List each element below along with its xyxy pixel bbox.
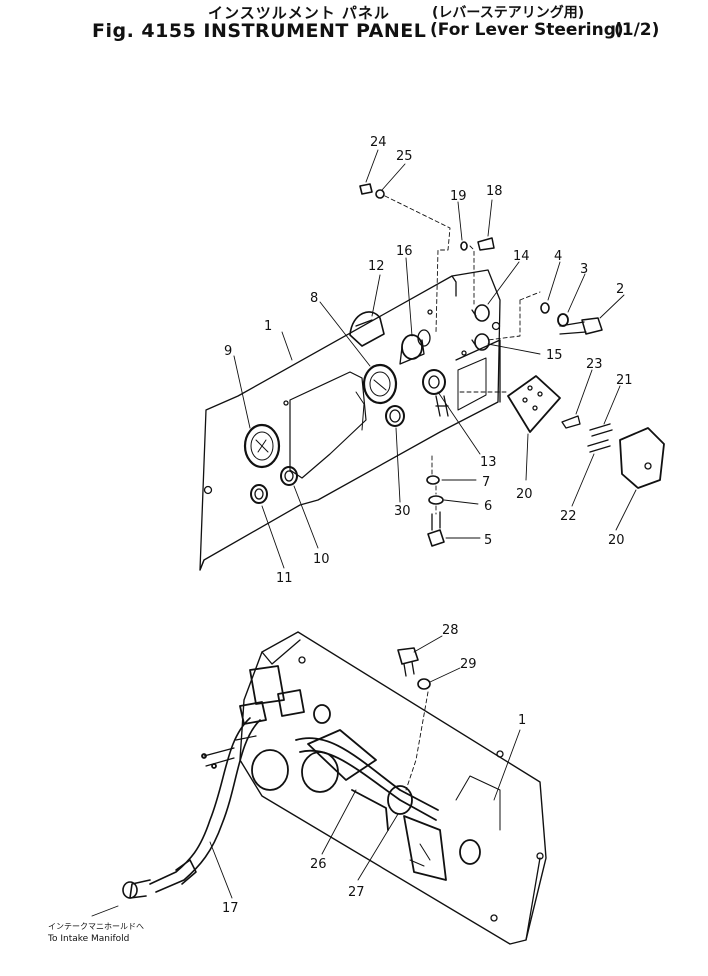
- title-japanese: インスツルメント パネル: [208, 4, 390, 22]
- page-indicator: (1/2): [614, 20, 660, 40]
- washer-6: [428, 495, 444, 505]
- callout-21: 21: [616, 373, 633, 388]
- nut-24: [359, 183, 373, 195]
- key-switch-13: [422, 369, 449, 417]
- callout-22: 22: [560, 509, 577, 524]
- bolt-2: [559, 317, 603, 335]
- assembly-lines: [384, 195, 541, 515]
- washer-4: [540, 302, 550, 314]
- leader-lines-lower: [91, 635, 521, 917]
- lamp-11: [250, 484, 268, 504]
- callout-14: 14: [513, 249, 530, 264]
- callout-20-cover: 20: [608, 533, 625, 548]
- callout-26: 26: [310, 857, 327, 872]
- callout-19: 19: [450, 189, 467, 204]
- washer-7: [426, 475, 440, 485]
- callout-25: 25: [396, 149, 413, 164]
- screw-23: [561, 415, 581, 429]
- lower-assembly-lines: [405, 691, 429, 791]
- subtitle-japanese: (レバーステアリング用): [432, 5, 585, 21]
- washer-19: [460, 241, 468, 251]
- callout-23: 23: [586, 357, 603, 372]
- lamp-10: [280, 466, 298, 486]
- panel-rear: [239, 631, 547, 945]
- washer-29: [417, 678, 431, 690]
- panel-front: [199, 269, 501, 571]
- callout-17: 17: [222, 901, 239, 916]
- callout-4: 4: [554, 249, 562, 264]
- callout-7: 7: [482, 475, 490, 490]
- connectors-14-15: [471, 304, 490, 351]
- bolt-5: [427, 511, 445, 547]
- gauge-8: [362, 363, 398, 405]
- pin-21: [589, 423, 613, 437]
- callout-1: 1: [264, 319, 272, 334]
- figure-subtitle: (For Lever Steering): [430, 20, 624, 40]
- bolt-28: [397, 647, 419, 677]
- intake-note-japanese: インテークマニホールドへ: [48, 922, 144, 931]
- callout-2: 2: [616, 282, 624, 297]
- callout-11: 11: [276, 571, 293, 586]
- callout-1-rear: 1: [518, 713, 526, 728]
- callout-8: 8: [310, 291, 318, 306]
- callout-5: 5: [484, 533, 492, 548]
- bolt-18: [477, 237, 495, 251]
- washer-25: [375, 189, 385, 199]
- leader-lines-upper: [233, 149, 637, 569]
- hose-17: [122, 717, 261, 899]
- callout-16: 16: [396, 244, 413, 259]
- callout-labels: 1 2 3 4 5 6 7 8 9 10 11 12 13 14 15 16 1…: [222, 135, 633, 916]
- callout-24: 24: [370, 135, 387, 150]
- light-12: [349, 311, 385, 347]
- callout-13: 13: [480, 455, 497, 470]
- callout-12: 12: [368, 259, 385, 274]
- callout-9: 9: [224, 344, 232, 359]
- lamp-30: [385, 405, 405, 427]
- washer-3: [557, 313, 569, 327]
- callout-15: 15: [546, 348, 563, 363]
- callout-30: 30: [394, 504, 411, 519]
- wiring-harness: [201, 665, 481, 881]
- gauge-9: [243, 423, 281, 469]
- callout-6: 6: [484, 499, 492, 514]
- callout-29: 29: [460, 657, 477, 672]
- callout-27: 27: [348, 885, 365, 900]
- switch-16: [399, 329, 431, 365]
- callout-10: 10: [313, 552, 330, 567]
- callout-20-block: 20: [516, 487, 533, 502]
- block-20: [507, 375, 561, 433]
- callout-28: 28: [442, 623, 459, 638]
- callout-3: 3: [580, 262, 588, 277]
- callout-18: 18: [486, 184, 503, 199]
- intake-note: To Intake Manifold: [48, 934, 130, 944]
- figure-title: Fig. 4155 INSTRUMENT PANEL: [92, 20, 427, 42]
- cover-20: [619, 427, 665, 489]
- pin-22: [587, 439, 611, 453]
